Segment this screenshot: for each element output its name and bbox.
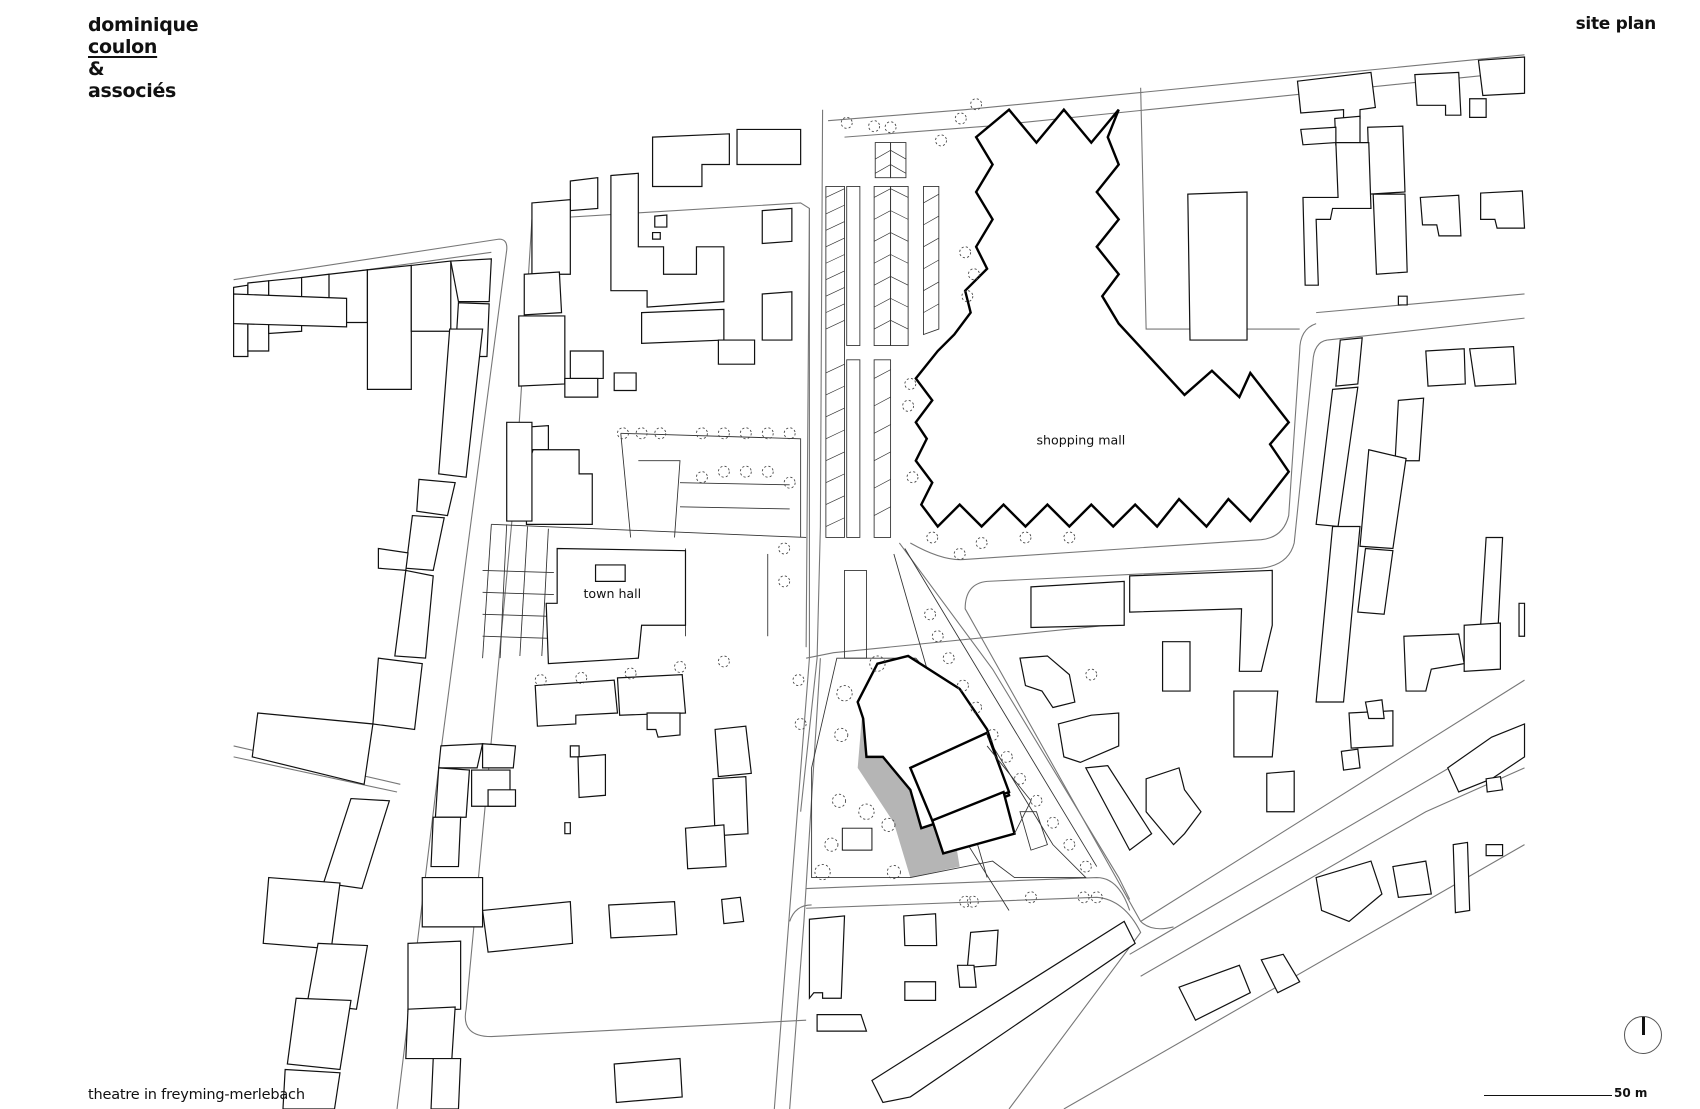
buildings-south xyxy=(405,673,752,1109)
scale-bar-line xyxy=(1484,1095,1612,1096)
north-arrow-icon xyxy=(1624,1016,1662,1054)
shopping-mall: shopping mall xyxy=(914,107,1291,529)
buildings-northeast xyxy=(1296,56,1526,306)
trees xyxy=(534,98,1103,908)
buildings-south-center xyxy=(808,841,1504,1104)
town-hall: town hall xyxy=(545,547,687,665)
sheet-title: site plan xyxy=(1575,14,1657,34)
firm-name-line2: coulon xyxy=(88,36,158,58)
project-title: theatre in freyming-merlebach xyxy=(88,1087,305,1103)
parking-lot-central xyxy=(825,142,940,538)
scale-bar: 50 m xyxy=(1484,1086,1664,1106)
firm-name-line1: dominique xyxy=(88,14,199,36)
scale-bar-label: 50 m xyxy=(1614,1086,1648,1100)
firm-name-line3: & xyxy=(88,58,105,80)
shopping-mall-label: shopping mall xyxy=(1036,432,1125,447)
parking-grid-townhall xyxy=(482,432,807,659)
buildings-east xyxy=(1315,337,1526,793)
theatre-site xyxy=(811,548,1098,911)
town-hall-label: town hall xyxy=(583,586,641,601)
firm-logo: dominique coulon & associés xyxy=(88,14,199,102)
north-needle xyxy=(1642,1017,1645,1035)
buildings-north-block xyxy=(506,128,802,525)
buildings-west xyxy=(233,258,492,1109)
buildings-central-east xyxy=(1019,569,1295,852)
firm-name-line4: associés xyxy=(88,80,177,102)
